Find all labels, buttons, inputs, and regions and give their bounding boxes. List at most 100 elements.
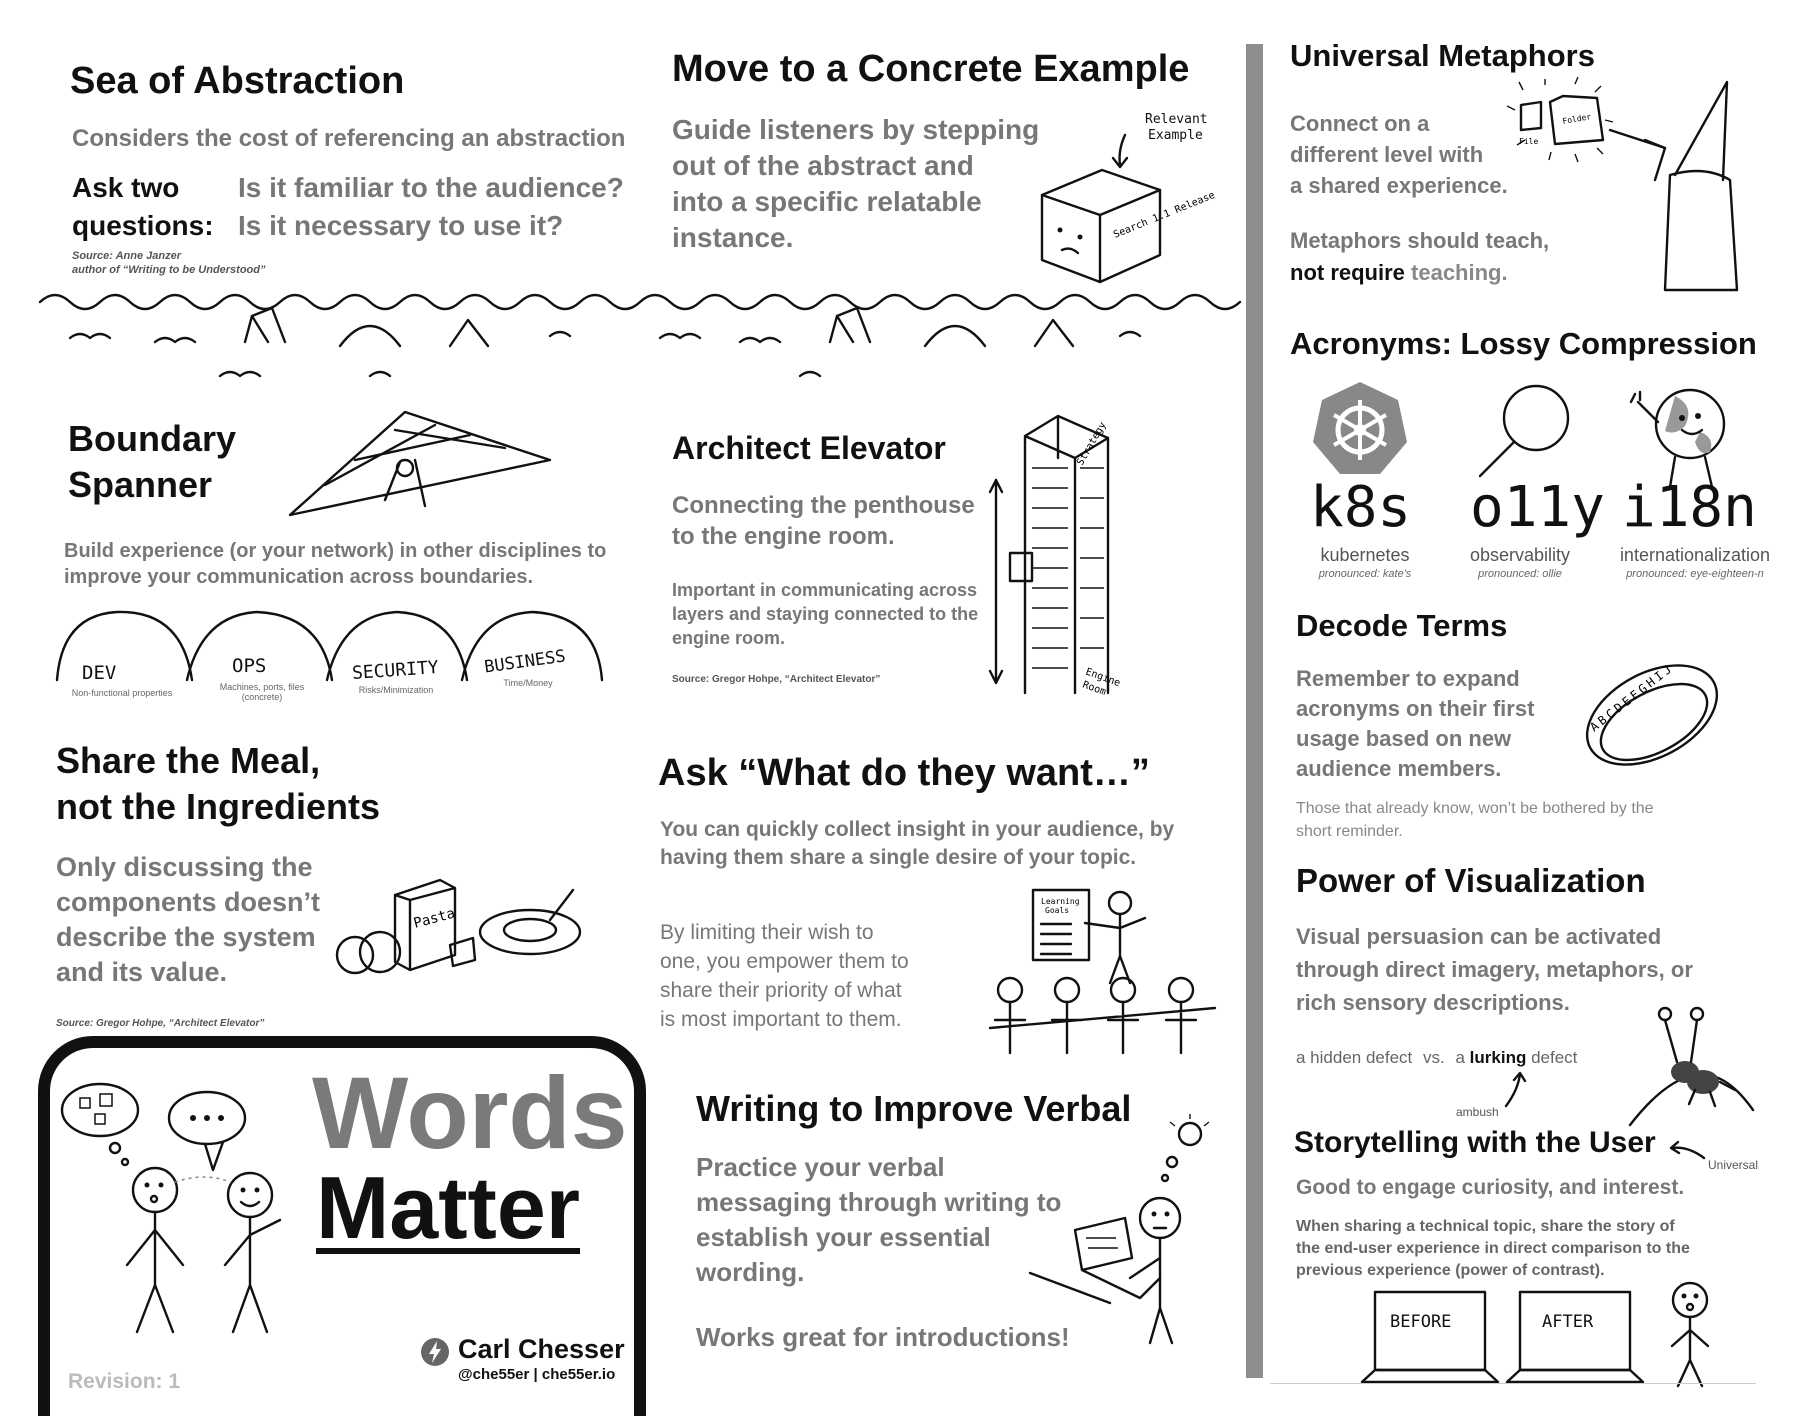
ring-letters: ABCDEFGHIJ	[1587, 660, 1676, 734]
ambush-label: ambush	[1456, 1105, 1499, 1119]
box-label: Search 1.1 Release	[1112, 190, 1217, 241]
visual-example-b-2: lurking	[1469, 1048, 1527, 1067]
pronounce-k8s: pronounced: kate's	[1318, 568, 1412, 580]
decode-line-4: audience members.	[1296, 756, 1502, 781]
meal-body: Only discussing the components doesn’t d…	[56, 850, 320, 990]
matter-title: Matter	[316, 1158, 581, 1257]
want-detail: By limiting their wish to one, you empow…	[660, 918, 909, 1034]
concrete-title: Move to a Concrete Example	[672, 48, 1190, 90]
words-title: Words	[312, 1056, 628, 1170]
metaphors-line-1: Connect on a	[1290, 111, 1430, 136]
elevator-building-illustration: Strategy Engine Room	[988, 414, 1122, 698]
visual-example: a hidden defect vs. a lurking defect	[1296, 1048, 1577, 1068]
acronym-o11y: o11y	[1470, 475, 1605, 540]
story-detail-2: the end-user experience in direct compar…	[1296, 1240, 1690, 1257]
relevant-note-1: Relevant	[1145, 112, 1208, 127]
concrete-body: Guide listeners by stepping out of the a…	[672, 112, 1039, 256]
concrete-line-4: instance.	[672, 222, 794, 253]
metaphors-emphasis: not require	[1290, 260, 1405, 285]
after-label: After	[1542, 1312, 1594, 1332]
story-body: Good to engage curiosity, and interest.	[1296, 1176, 1685, 1199]
visual-example-a: a hidden defect	[1296, 1048, 1413, 1067]
discipline-hills	[55, 610, 604, 682]
strategy-label: Strategy	[1075, 420, 1109, 467]
ask-label-2: questions:	[72, 210, 214, 241]
question-2: Is it necessary to use it?	[238, 210, 564, 241]
after-laptop-illustration	[1505, 1290, 1645, 1384]
boundary-body-1: Build experience (or your network) in ot…	[64, 540, 607, 562]
metaphors-tail: teaching.	[1404, 260, 1508, 285]
conversation-illustration	[60, 1082, 282, 1334]
writing-line-2: messaging through writing to	[696, 1187, 1062, 1217]
visual-example-b-1: a	[1455, 1048, 1465, 1067]
sea-title: Sea of Abstraction	[70, 60, 405, 102]
elevator-title: Architect Elevator	[672, 430, 946, 466]
boundary-title-2: Spanner	[68, 464, 213, 505]
pronounce-o11y: pronounced: ollie	[1478, 568, 1562, 580]
author-handle: @che55er | che55er.io	[458, 1366, 616, 1383]
bolt-logo-icon	[421, 1338, 449, 1366]
hill-business-caption: Time/Money	[503, 678, 553, 688]
decode-line-3: usage based on new	[1296, 726, 1512, 751]
words-matter-card	[38, 1036, 646, 1416]
want-title: Ask “What do they want…”	[658, 752, 1150, 794]
story-detail: When sharing a technical topic, share th…	[1296, 1216, 1690, 1282]
meal-line-1: Only discussing the	[56, 852, 313, 882]
story-baseline	[1270, 1383, 1756, 1384]
concrete-line-3: into a specific relatable	[672, 186, 982, 217]
acronym-kubernetes: kubernetes	[1320, 545, 1410, 565]
hill-dev-caption: Non-functional properties	[71, 688, 173, 698]
decode-body: Remember to expand acronyms on their fir…	[1296, 664, 1534, 784]
acronym-k8s: k8s	[1310, 475, 1412, 540]
visual-vs: vs.	[1423, 1048, 1445, 1067]
sea-subtitle: Considers the cost of referencing an abs…	[72, 125, 626, 152]
visual-line-3: rich sensory descriptions.	[1296, 990, 1570, 1015]
decode-note-1: Those that already know, won’t be bother…	[1296, 800, 1654, 817]
concrete-line-1: Guide listeners by stepping	[672, 114, 1040, 145]
relevant-note-2: Example	[1148, 128, 1203, 143]
writing-line-1: Practice your verbal	[696, 1152, 945, 1182]
author-name: Carl Chesser	[458, 1334, 625, 1364]
meal-line-3: describe the system	[56, 922, 316, 952]
writing-title: Writing to Improve Verbal	[696, 1088, 1132, 1129]
writing-footer: Works great for introductions!	[696, 1322, 1070, 1352]
decode-title: Decode Terms	[1296, 608, 1508, 643]
decoder-ring-illustration: ABCDEFGHIJ	[1585, 660, 1719, 766]
decode-line-2: acronyms on their first	[1296, 696, 1535, 721]
want-detail-4: is most important to them.	[660, 1008, 902, 1031]
visual-line-2: through direct imagery, metaphors, or	[1296, 957, 1693, 982]
globe-character-icon	[1629, 388, 1726, 489]
want-body-1: You can quickly collect insight in your …	[660, 818, 1175, 841]
acronyms-title: Acronyms: Lossy Compression	[1290, 326, 1757, 361]
elevator-detail-3: engine room.	[672, 628, 786, 648]
ambush-arrow	[1504, 1071, 1527, 1108]
story-title: Storytelling with the User	[1294, 1126, 1656, 1159]
hill-ops-label: Ops	[232, 655, 267, 677]
board-label-2: Goals	[1045, 906, 1069, 915]
column-divider	[1246, 44, 1263, 1378]
board-label-1: Learning	[1041, 897, 1080, 906]
pasta-box-label: Pasta	[412, 905, 457, 931]
ask-label-1: Ask two	[72, 172, 180, 203]
visual-title: Power of Visualization	[1296, 862, 1646, 899]
audience-illustration: Learning Goals	[988, 888, 1217, 1055]
question-1: Is it familiar to the audience?	[238, 172, 624, 203]
hill-ops-caption: Machines, ports, files (concrete)	[219, 682, 305, 702]
elevator-body-2: to the engine room.	[672, 523, 895, 550]
metaphors-line-4: Metaphors should teach,	[1290, 228, 1550, 253]
acronym-internationalization: internationalization	[1619, 545, 1771, 565]
pronounce-i18n: pronounced: eye-eighteen-n	[1626, 568, 1764, 580]
metaphors-body: Connect on a different level with a shar…	[1290, 108, 1508, 201]
universal-arrow	[1669, 1140, 1706, 1160]
want-body-2: having them share a single desire of you…	[660, 846, 1137, 869]
want-detail-2: one, you empower them to	[660, 950, 909, 973]
meal-line-2: components doesn’t	[56, 887, 321, 917]
decode-note-2: short reminder.	[1296, 823, 1403, 840]
story-tag: Universal	[1708, 1158, 1759, 1172]
elevator-detail-2: layers and staying connected to the	[672, 604, 979, 624]
metaphors-line-5: not require teaching.	[1290, 260, 1508, 286]
lurking-bug-illustration	[1628, 1006, 1755, 1127]
metaphors-line-2: different level with	[1290, 142, 1484, 167]
hill-security-caption: Risks/Minimization	[358, 685, 434, 695]
writing-line-3: establish your essential	[696, 1222, 991, 1252]
